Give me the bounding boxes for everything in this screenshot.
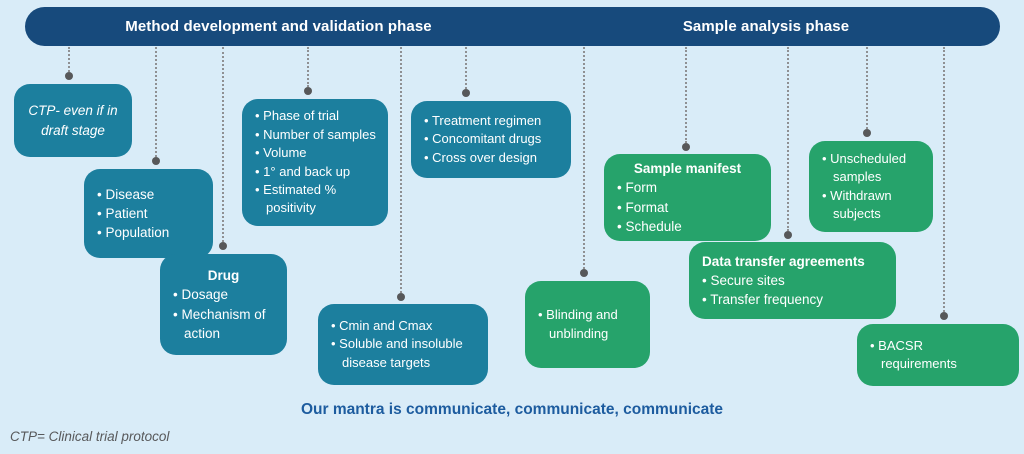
- box-sample-manifest: Sample manifest Form Format Schedule: [604, 154, 771, 241]
- connector-dot: [304, 87, 312, 95]
- bullet-item: Disease: [97, 185, 207, 204]
- box-data-transfer-title: Data transfer agreements: [702, 253, 865, 269]
- box-blinding: Blinding and unblinding: [525, 281, 650, 368]
- bullet-item: Transfer frequency: [702, 290, 890, 309]
- phase-label-method-development: Method development and validation phase: [125, 18, 432, 35]
- box-data-transfer-agreements: Data transfer agreements Secure sites Tr…: [689, 242, 896, 319]
- connector-line: [397, 47, 405, 301]
- connector-dot: [397, 293, 405, 301]
- bullet-list: Dosage Mechanism of action: [160, 285, 287, 342]
- bullet-item: Schedule: [617, 217, 765, 236]
- box-treatment-regimen: Treatment regimen Concomitant drugs Cros…: [411, 101, 571, 178]
- bullet-list: Secure sites Transfer frequency: [689, 271, 896, 309]
- bullet-item: Patient: [97, 204, 207, 223]
- bullet-item: Form: [617, 178, 765, 197]
- bullet-item: 1° and back up: [255, 163, 382, 181]
- connector-dot: [682, 143, 690, 151]
- bullet-list: Cmin and Cmax Soluble and insoluble dise…: [318, 317, 488, 372]
- connector-dot: [863, 129, 871, 137]
- header-bar: Method development and validation phase …: [25, 7, 1000, 46]
- bullet-item: Cmin and Cmax: [331, 317, 482, 335]
- connector-line: [580, 47, 588, 277]
- connector-line: [65, 47, 73, 80]
- box-bacsr: BACSR requirements: [857, 324, 1019, 386]
- connector-line: [940, 47, 948, 320]
- bullet-item: Format: [617, 198, 765, 217]
- bullet-item: Blinding and unblinding: [538, 306, 644, 343]
- bullet-item: Concomitant drugs: [424, 130, 565, 148]
- box-drug: Drug Dosage Mechanism of action: [160, 254, 287, 355]
- connector-dot: [580, 269, 588, 277]
- connector-line: [682, 47, 690, 151]
- connector-dot: [462, 89, 470, 97]
- phase-label-sample-analysis: Sample analysis phase: [682, 18, 850, 35]
- bullet-item: Phase of trial: [255, 107, 382, 125]
- connector-dot: [940, 312, 948, 320]
- bullet-item: Number of samples: [255, 126, 382, 144]
- connector-dot: [219, 242, 227, 250]
- connector-dot: [784, 231, 792, 239]
- bullet-item: Estimated % positivity: [255, 181, 382, 218]
- box-sample-manifest-title: Sample manifest: [633, 161, 742, 177]
- bullet-item: Treatment regimen: [424, 112, 565, 130]
- connector-line: [784, 47, 792, 239]
- bullet-item: Population: [97, 223, 207, 242]
- bullet-list: Unscheduled samples Withdrawn subjects: [809, 150, 933, 224]
- bullet-list: BACSR requirements: [857, 337, 1019, 374]
- bullet-item: Withdrawn subjects: [822, 187, 927, 224]
- box-disease-patient-population: Disease Patient Population: [84, 169, 213, 258]
- box-ctp: CTP- even if in draft stage: [14, 84, 132, 157]
- connector-line: [863, 47, 871, 137]
- connector-line: [152, 47, 160, 165]
- bullet-item: Cross over design: [424, 149, 565, 167]
- connector-line: [462, 47, 470, 97]
- bullet-list: Phase of trial Number of samples Volume …: [242, 107, 388, 218]
- box-drug-title: Drug: [207, 268, 240, 284]
- bullet-list: Disease Patient Population: [84, 185, 213, 242]
- bullet-list: Treatment regimen Concomitant drugs Cros…: [411, 112, 571, 167]
- bullet-item: BACSR requirements: [870, 337, 977, 374]
- box-trial-details: Phase of trial Number of samples Volume …: [242, 99, 388, 226]
- bullet-item: Mechanism of action: [173, 305, 281, 343]
- bullet-item: Volume: [255, 144, 382, 162]
- connector-dot: [65, 72, 73, 80]
- bullet-list: Form Format Schedule: [604, 178, 771, 235]
- connector-line: [219, 47, 227, 250]
- bullet-item: Soluble and insoluble disease targets: [331, 335, 482, 372]
- box-cmin-cmax: Cmin and Cmax Soluble and insoluble dise…: [318, 304, 488, 385]
- bullet-item: Unscheduled samples: [822, 150, 927, 187]
- bullet-item: Secure sites: [702, 271, 890, 290]
- mantra-text: Our mantra is communicate, communicate, …: [300, 401, 724, 418]
- box-ctp-text: CTP- even if in draft stage: [28, 103, 118, 138]
- ctp-footnote: CTP= Clinical trial protocol: [10, 429, 170, 444]
- box-unscheduled-withdrawn: Unscheduled samples Withdrawn subjects: [809, 141, 933, 232]
- bullet-list: Blinding and unblinding: [525, 306, 650, 343]
- connector-dot: [152, 157, 160, 165]
- bullet-item: Dosage: [173, 285, 281, 304]
- connector-line: [304, 47, 312, 95]
